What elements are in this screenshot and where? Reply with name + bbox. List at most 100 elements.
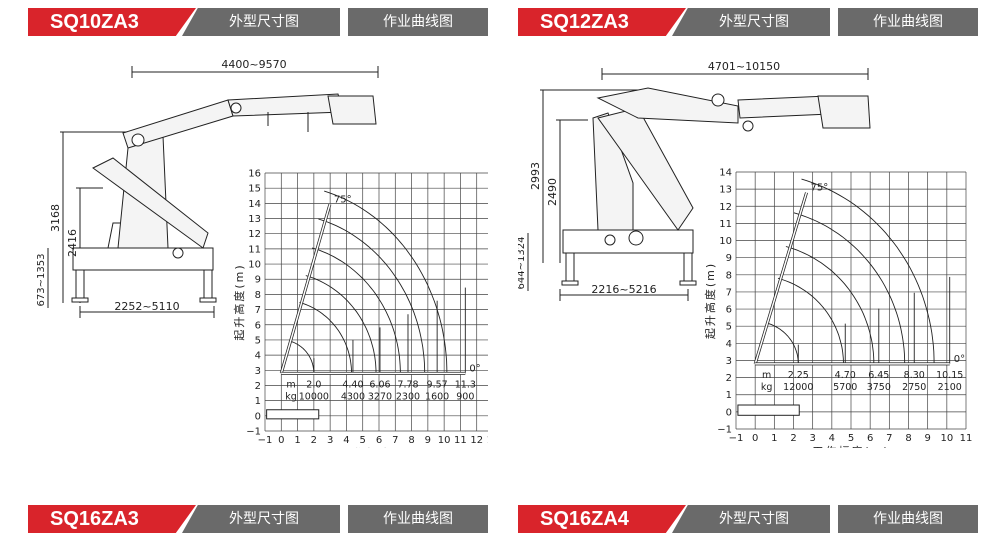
y-tick-label: 11 (719, 219, 732, 230)
x-tick-label: 5 (848, 433, 854, 444)
load-value: 2750 (902, 382, 926, 393)
y-tick-label: 3 (726, 356, 732, 367)
load-value: 2300 (396, 391, 420, 402)
x-tick-label: 1 (771, 433, 777, 444)
x-tick-label: 8 (905, 433, 911, 444)
x-tick-label: 11 (960, 433, 973, 444)
load-value: 2100 (938, 382, 962, 393)
angle-label-0: 0° (954, 354, 965, 365)
tab-working-curve[interactable]: 作业曲线图 (838, 505, 978, 533)
radius-value: 7.78 (397, 379, 418, 390)
y-tick-label: 14 (248, 199, 261, 210)
working-arc (801, 178, 935, 364)
section-sq10za3: SQ10ZA3 外型尺寸图 作业曲线图 (28, 8, 488, 448)
y-tick-label: 8 (726, 270, 732, 281)
dim-outrigger-span: 2252~5110 (114, 300, 179, 313)
load-row-unit-m: m (762, 370, 771, 381)
load-row-unit-m: m (286, 379, 295, 390)
y-tick-label: 1 (255, 396, 261, 407)
tab-outline-dimensions[interactable]: 外型尺寸图 (182, 505, 340, 533)
x-tick-label: 0 (278, 435, 284, 446)
tab-working-curve[interactable]: 作业曲线图 (348, 8, 488, 36)
dim-outrigger-span: 2216~5216 (591, 283, 656, 296)
radius-value: 2.25 (788, 370, 809, 381)
dim-height-boom: 2490 (546, 178, 559, 206)
x-tick-label: 2 (790, 433, 796, 444)
working-arc (305, 275, 377, 374)
y-tick-label: 11 (248, 244, 261, 255)
y-tick-label: 6 (726, 305, 732, 316)
x-tick-label: 1 (294, 435, 300, 446)
y-tick-label: 15 (248, 184, 261, 195)
working-arc (311, 247, 401, 374)
dim-reach: 4400~9570 (221, 58, 286, 71)
load-row-unit-kg: kg (761, 382, 773, 393)
radius-value: 8.30 (904, 370, 925, 381)
crane-drawing: 4701~10150 2993 2490 644~1324 2216~5216 (518, 60, 871, 301)
dim-height-total: 3168 (49, 204, 62, 232)
tab-outline-dimensions[interactable]: 外型尺寸图 (672, 505, 830, 533)
y-tick-label: −1 (246, 427, 261, 438)
radius-value: 4.70 (835, 370, 856, 381)
dim-leg-height: 673~1353 (36, 254, 47, 307)
x-tick-label: 3 (327, 435, 333, 446)
x-tick-label: 9 (924, 433, 930, 444)
y-tick-label: 2 (726, 373, 732, 384)
crane-base (737, 404, 800, 416)
radius-value: 4.40 (342, 379, 363, 390)
section-sq16za3: SQ16ZA3 外型尺寸图 作业曲线图 (28, 505, 488, 535)
x-tick-label: 8 (408, 435, 414, 446)
y-tick-label: 10 (248, 260, 261, 271)
y-tick-label: 0 (726, 407, 732, 418)
section-header: SQ16ZA3 外型尺寸图 作业曲线图 (28, 505, 488, 533)
dim-leg-height: 644~1324 (518, 237, 527, 290)
x-tick-label: 6 (867, 433, 873, 444)
model-title: SQ12ZA3 (518, 8, 686, 36)
y-axis-label: 起升高度(m) (232, 263, 246, 340)
boom-75-inner (754, 192, 808, 365)
y-tick-label: 4 (255, 351, 261, 362)
y-tick-label: 12 (248, 229, 261, 240)
section-header: SQ12ZA3 外型尺寸图 作业曲线图 (518, 8, 978, 36)
working-arc (289, 340, 315, 374)
y-tick-label: 0 (255, 411, 261, 422)
x-tick-label: 7 (392, 435, 398, 446)
tab-working-curve[interactable]: 作业曲线图 (838, 8, 978, 36)
y-tick-label: 6 (255, 320, 261, 331)
x-tick-label: 9 (425, 435, 431, 446)
tab-outline-dimensions[interactable]: 外型尺寸图 (182, 8, 340, 36)
radius-value: 6.06 (369, 379, 390, 390)
load-chart: −1012345678910111213−1012345678910111213… (232, 169, 488, 448)
crane-base (266, 409, 320, 420)
boom-75-inner (280, 204, 331, 374)
radius-value: 9.57 (427, 379, 448, 390)
x-tick-label: 4 (829, 433, 835, 444)
load-chart: −101234567891011−101234567891011121314工作… (703, 168, 973, 449)
y-tick-label: 14 (719, 168, 732, 179)
working-arc (793, 212, 906, 364)
tab-working-curve[interactable]: 作业曲线图 (348, 505, 488, 533)
angle-label-75: 75° (811, 183, 829, 194)
model-title: SQ16ZA4 (518, 505, 686, 533)
y-tick-label: 1 (726, 390, 732, 401)
y-tick-label: 12 (719, 202, 732, 213)
radius-value: 10.15 (936, 370, 963, 381)
crane-outline (527, 68, 871, 301)
y-tick-label: 9 (255, 275, 261, 286)
load-row-unit-kg: kg (285, 391, 297, 402)
load-value: 3270 (368, 391, 392, 402)
y-tick-label: 16 (248, 169, 261, 180)
working-arc (299, 301, 352, 374)
working-arc (777, 277, 844, 364)
y-tick-label: 3 (255, 366, 261, 377)
x-tick-label: 12 (470, 435, 483, 446)
y-tick-label: 7 (255, 305, 261, 316)
y-tick-label: 7 (726, 287, 732, 298)
section-header: SQ10ZA3 外型尺寸图 作业曲线图 (28, 8, 488, 36)
load-value: 4300 (341, 391, 365, 402)
crane-outline (47, 66, 379, 318)
angle-label-0: 0° (469, 363, 480, 374)
y-tick-label: 2 (255, 381, 261, 392)
radius-value: 11.3 (455, 379, 476, 390)
tab-outline-dimensions[interactable]: 外型尺寸图 (672, 8, 830, 36)
